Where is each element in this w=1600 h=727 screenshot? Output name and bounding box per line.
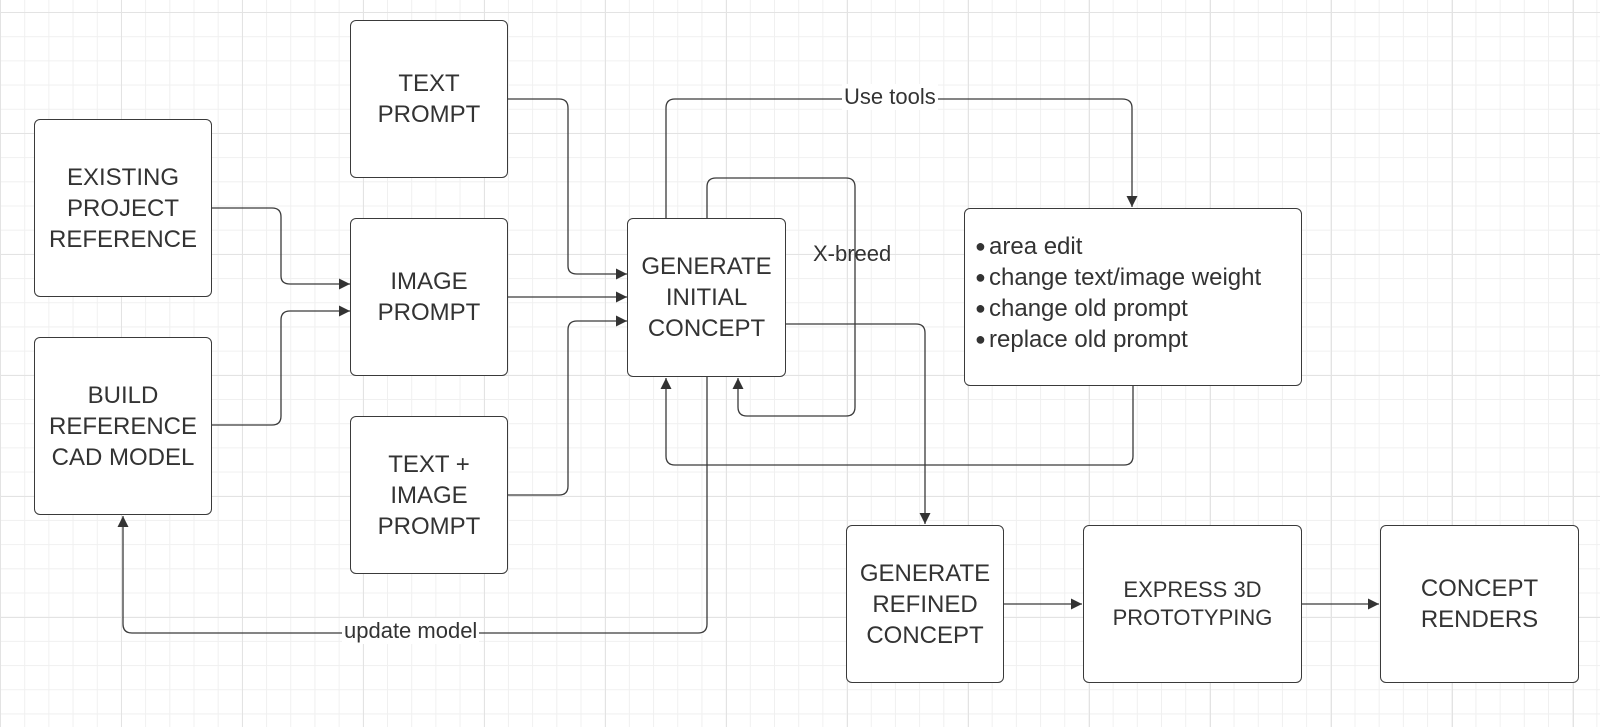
node-existing-project-reference[interactable]: EXISTING PROJECT REFERENCE <box>34 119 212 297</box>
node-existing-line-3: REFERENCE <box>48 225 198 253</box>
node-existing-line-2: PROJECT <box>66 194 179 222</box>
node-express-3d-prototyping[interactable]: EXPRESS 3D PROTOTYPING <box>1083 525 1302 683</box>
node-generate-initial-concept[interactable]: GENERATE INITIAL CONCEPT <box>627 218 786 377</box>
edge-initial-to-refined <box>786 323 931 524</box>
node-build-line-2: REFERENCE <box>48 412 198 440</box>
node-tools-list[interactable]: ●area edit ●change text/image weight ●ch… <box>964 208 1302 386</box>
node-concept-renders[interactable]: CONCEPT RENDERS <box>1380 525 1579 683</box>
node-text-prompt[interactable]: TEXT PROMPT <box>350 20 508 178</box>
node-image-prompt[interactable]: IMAGE PROMPT <box>350 218 508 376</box>
node-initial-line-3: CONCEPT <box>647 315 766 342</box>
node-renders-line-2: RENDERS <box>1420 606 1539 633</box>
tools-item-text: change text/image weight <box>989 264 1262 291</box>
tools-item-text: replace old prompt <box>989 326 1188 353</box>
node-text-prompt-line-2: PROMPT <box>377 101 481 128</box>
edge-x-breed-loop <box>706 177 856 417</box>
node-build-line-3: CAD MODEL <box>51 443 195 471</box>
node-image-prompt-line-2: PROMPT <box>377 299 481 326</box>
node-express-line-2: PROTOTYPING <box>1112 605 1273 630</box>
edge-label-x-breed: X-breed <box>813 241 892 266</box>
node-express-line-1: EXPRESS 3D <box>1123 577 1262 602</box>
bullet-icon: ● <box>975 329 986 349</box>
edge-text-to-initial <box>508 98 627 280</box>
edge-textimage-to-initial <box>508 315 627 496</box>
bullet-icon: ● <box>975 267 986 287</box>
edge-existing-to-image <box>212 207 350 290</box>
node-generate-refined-concept[interactable]: GENERATE REFINED CONCEPT <box>846 525 1004 683</box>
bullet-icon: ● <box>975 298 986 318</box>
node-build-reference-cad-model[interactable]: BUILD REFERENCE CAD MODEL <box>34 337 212 515</box>
node-renders-line-1: CONCEPT <box>1420 575 1539 602</box>
tools-item-text: area edit <box>989 233 1083 260</box>
node-initial-line-1: GENERATE <box>641 253 772 280</box>
edge-tools-back-to-initial <box>660 378 1134 466</box>
node-refined-line-2: REFINED <box>872 590 978 618</box>
tools-list: ●area edit ●change text/image weight ●ch… <box>975 231 1301 355</box>
node-text-image-line-1: TEXT + <box>388 450 470 478</box>
node-build-line-1: BUILD <box>87 381 159 409</box>
edge-use-tools <box>665 98 1138 218</box>
tools-item-text: change old prompt <box>989 295 1188 322</box>
tools-list-item: ●replace old prompt <box>975 324 1301 355</box>
edge-label-use-tools: Use tools <box>842 84 938 110</box>
node-text-prompt-line-1: TEXT <box>398 70 460 97</box>
tools-list-item: ●area edit <box>975 231 1301 262</box>
node-refined-line-3: CONCEPT <box>866 621 984 649</box>
tools-list-item: ●change text/image weight <box>975 262 1301 293</box>
node-initial-line-2: INITIAL <box>665 284 748 311</box>
node-existing-line-1: EXISTING <box>66 163 180 191</box>
node-text-image-line-3: PROMPT <box>377 512 481 540</box>
node-refined-line-1: GENERATE <box>859 559 991 587</box>
node-image-prompt-line-1: IMAGE <box>390 268 468 295</box>
bullet-icon: ● <box>975 236 986 256</box>
tools-list-item: ●change old prompt <box>975 293 1301 324</box>
node-text-image-prompt[interactable]: TEXT + IMAGE PROMPT <box>350 416 508 574</box>
edge-build-to-image <box>212 305 350 426</box>
node-text-image-line-2: IMAGE <box>390 481 468 509</box>
edge-label-update-model: update model <box>342 618 480 644</box>
